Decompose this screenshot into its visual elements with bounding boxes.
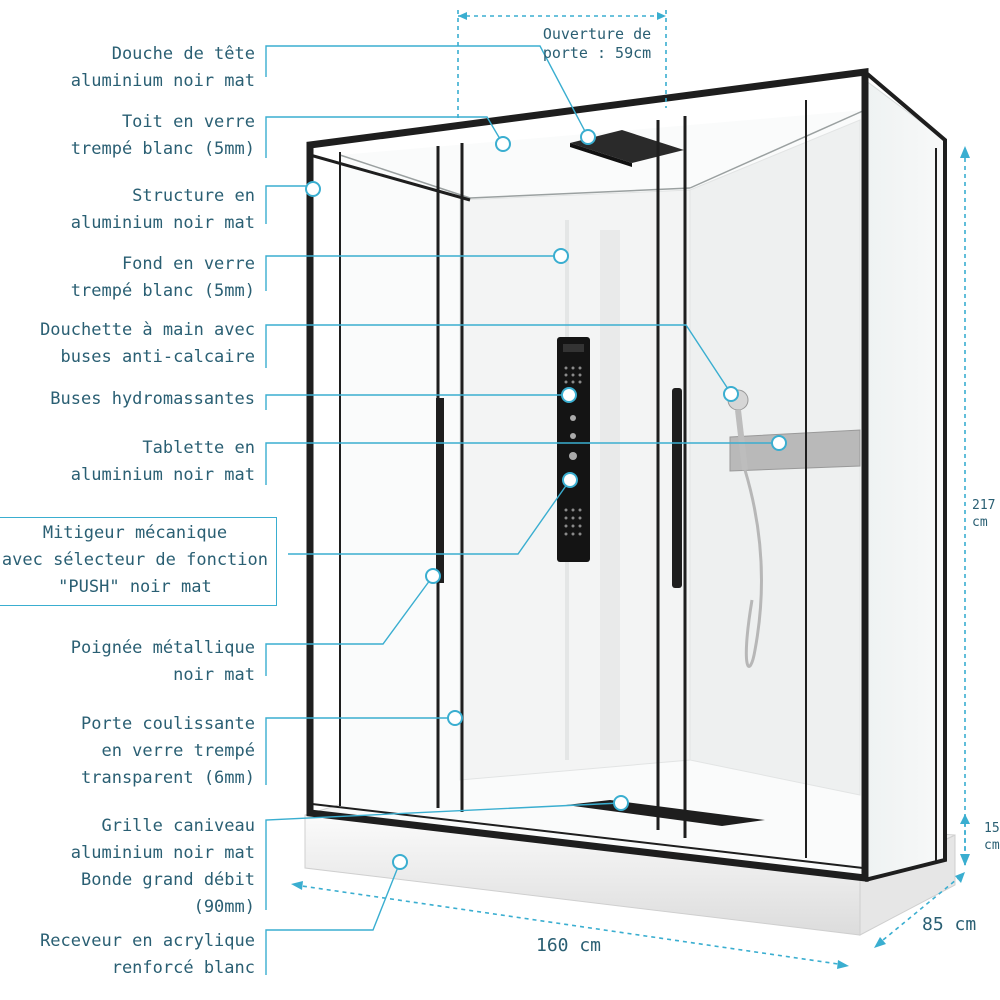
height-dimension: 217 cm <box>972 498 996 530</box>
markers <box>305 129 787 870</box>
marker-back-glass <box>553 248 569 264</box>
door-opening-dimension: Ouverture de porte : 59cm <box>542 25 652 62</box>
marker-shelf <box>771 435 787 451</box>
hydromassage-column <box>557 337 590 562</box>
back-glass-panel <box>340 110 935 878</box>
marker-massage-jets <box>561 387 577 403</box>
glass-roof <box>339 109 866 199</box>
dimension-arrows <box>291 12 970 969</box>
marker-handle <box>425 568 441 584</box>
left-door-handle <box>436 398 444 583</box>
marker-tray <box>392 854 408 870</box>
depth-dimension: 85 cm <box>922 914 977 935</box>
rain-shower-head <box>570 130 684 167</box>
shelf <box>729 429 861 472</box>
marker-hand-shower <box>723 386 739 402</box>
right-door-handle <box>672 388 682 588</box>
marker-mixer <box>562 472 578 488</box>
marker-glass-roof <box>495 136 511 152</box>
marker-frame <box>305 181 321 197</box>
marker-sliding-door <box>447 710 463 726</box>
tray-height-dimension: 15 cm <box>984 821 1000 853</box>
marker-drain-grille <box>613 795 629 811</box>
label-massage-jets: Buses hydromassantes <box>50 389 255 409</box>
side-glass-panel <box>864 79 946 881</box>
marker-shower-head <box>580 129 596 145</box>
hand-shower <box>727 389 764 668</box>
width-dimension: 160 cm <box>536 935 602 956</box>
leader-lines <box>265 45 779 975</box>
